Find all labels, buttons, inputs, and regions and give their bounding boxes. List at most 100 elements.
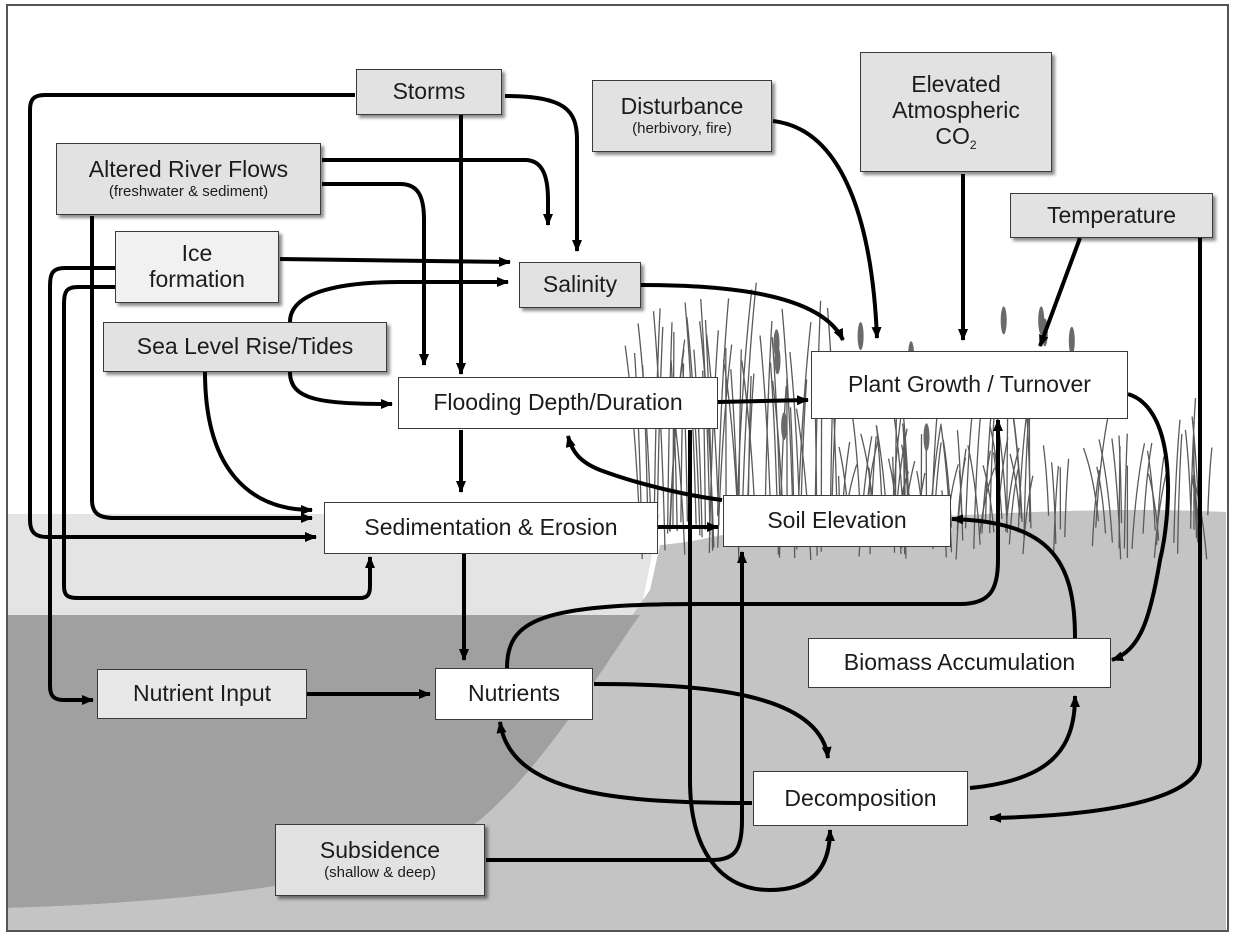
node-biomass-label: Biomass Accumulation xyxy=(843,649,1076,676)
node-plant-label: Plant Growth / Turnover xyxy=(848,371,1091,398)
arrow-ice-to-salinity xyxy=(279,256,511,267)
node-flooding-label: Flooding Depth/Duration xyxy=(433,389,683,416)
arrow-temperature-to-plant xyxy=(1038,237,1082,347)
node-subsidence-sublabel: (shallow & deep) xyxy=(324,864,436,882)
node-ice-line1: Ice xyxy=(181,240,213,267)
grass-blade xyxy=(1176,433,1183,554)
arrow-nutrients-to-plant xyxy=(505,419,1003,669)
grass-blade xyxy=(1184,429,1192,516)
node-river-sublabel: (freshwater & sediment) xyxy=(108,183,269,201)
arrow-biomass-to-soil xyxy=(951,514,1077,639)
arrow-temperature-to-decomposition xyxy=(989,238,1202,823)
arrow-ice-to-nutrient-input xyxy=(48,266,116,705)
grass-blade xyxy=(716,298,730,516)
grass-seed-head xyxy=(923,423,930,452)
arrow-storms-to-sedimentation xyxy=(28,93,355,542)
grass-blade xyxy=(1008,468,1019,545)
arrow-river-to-flooding xyxy=(322,182,429,366)
arrow-river-to-sedimentation xyxy=(90,216,313,523)
node-sedimentation-label: Sedimentation & Erosion xyxy=(364,514,618,541)
node-sealevel-label: Sea Level Rise/Tides xyxy=(136,333,354,360)
grass-blade xyxy=(1042,445,1050,516)
node-disturbance-label: Disturbance xyxy=(620,92,744,119)
grass-blade xyxy=(1142,442,1153,534)
node-nutrient-input-label: Nutrient Input xyxy=(132,680,272,707)
grass-blade xyxy=(741,282,757,518)
grass-blade xyxy=(981,450,991,534)
grass-seed-head xyxy=(857,322,864,351)
grass-blade xyxy=(1022,475,1034,555)
node-nutrient-input: Nutrient Input xyxy=(97,669,307,719)
arrow-storms-to-salinity xyxy=(504,94,582,252)
grass-seed-head xyxy=(773,329,780,358)
node-temperature-label: Temperature xyxy=(1046,201,1177,228)
arrow-disturbance-to-plant xyxy=(772,119,882,339)
node-flooding: Flooding Depth/Duration xyxy=(398,377,718,429)
grass-blade xyxy=(1098,439,1114,543)
node-nutrients: Nutrients xyxy=(435,668,593,720)
grass-blade xyxy=(958,470,964,541)
grass-blade xyxy=(973,416,982,549)
node-co2-formula: CO xyxy=(935,122,970,149)
arrow-salinity-to-plant xyxy=(640,283,845,341)
arrow-sealevel-to-flooding xyxy=(288,371,393,409)
grass-blade xyxy=(1091,469,1100,547)
node-co2-line3: CO2 xyxy=(935,122,976,152)
grass-blade xyxy=(1050,462,1057,544)
grass-blade xyxy=(668,349,685,531)
node-storms: Storms xyxy=(356,69,502,115)
grass-seed-head xyxy=(1000,306,1007,335)
grass-blade xyxy=(1118,435,1123,524)
grass-blade xyxy=(1207,447,1213,516)
arrow-river-to-salinity xyxy=(322,158,553,226)
node-subsidence: Subsidence (shallow & deep) xyxy=(275,824,485,896)
grass-blade xyxy=(955,448,967,560)
arrow-decomposition-to-nutrients xyxy=(496,721,753,805)
arrow-ice-to-sedimentation xyxy=(62,285,375,600)
arrow-nutrients-to-decomposition xyxy=(593,682,832,759)
node-storms-label: Storms xyxy=(392,78,466,105)
grass-blade xyxy=(1146,450,1156,531)
node-soil-elevation: Soil Elevation xyxy=(723,495,951,547)
grass-blade xyxy=(1123,433,1128,549)
node-plant-growth: Plant Growth / Turnover xyxy=(811,351,1128,419)
node-soil-label: Soil Elevation xyxy=(767,507,907,534)
arrow-flooding-to-decomposition xyxy=(688,430,835,893)
grass-blade xyxy=(717,344,733,548)
grass-blade xyxy=(1147,473,1160,541)
grass-blade xyxy=(1131,443,1146,549)
grass-blade xyxy=(1111,438,1122,560)
arrow-decomposition-to-biomass xyxy=(969,695,1080,790)
grass-seed-head xyxy=(1038,306,1045,335)
arrow-soil-to-flooding xyxy=(565,435,723,502)
arrow-flooding-to-plant xyxy=(717,395,809,406)
node-elevated-co2: Elevated Atmospheric CO2 xyxy=(860,52,1052,172)
grass-blade xyxy=(1095,414,1110,528)
node-decomposition: Decomposition xyxy=(753,771,968,826)
arrow-sealevel-to-sedimentation xyxy=(203,371,313,515)
grass-blade xyxy=(1017,412,1028,533)
node-salinity-label: Salinity xyxy=(542,271,618,298)
node-decomposition-label: Decomposition xyxy=(784,784,937,811)
grass-blade xyxy=(1096,466,1107,534)
node-sea-level-rise: Sea Level Rise/Tides xyxy=(103,322,387,372)
arrow-plant-to-biomass xyxy=(1111,392,1171,662)
node-river-label: Altered River Flows xyxy=(88,155,289,182)
grass-blade xyxy=(708,330,719,554)
node-disturbance-sublabel: (herbivory, fire) xyxy=(632,120,732,138)
grass-blade xyxy=(781,308,794,526)
grass-blade xyxy=(693,349,703,538)
grass-blade xyxy=(1155,456,1165,546)
grass-seed-head xyxy=(1068,326,1075,355)
node-sedimentation: Sedimentation & Erosion xyxy=(324,502,658,554)
node-nutrients-label: Nutrients xyxy=(467,680,561,707)
node-disturbance: Disturbance (herbivory, fire) xyxy=(592,80,772,152)
node-co2-line1: Elevated xyxy=(911,71,1001,98)
node-ice-line2: formation xyxy=(149,266,245,292)
arrow-sealevel-to-salinity xyxy=(288,277,509,323)
grass-seed-head xyxy=(781,412,788,441)
node-ice-formation: Ice formation xyxy=(115,231,279,303)
node-altered-river-flows: Altered River Flows (freshwater & sedime… xyxy=(56,143,321,215)
